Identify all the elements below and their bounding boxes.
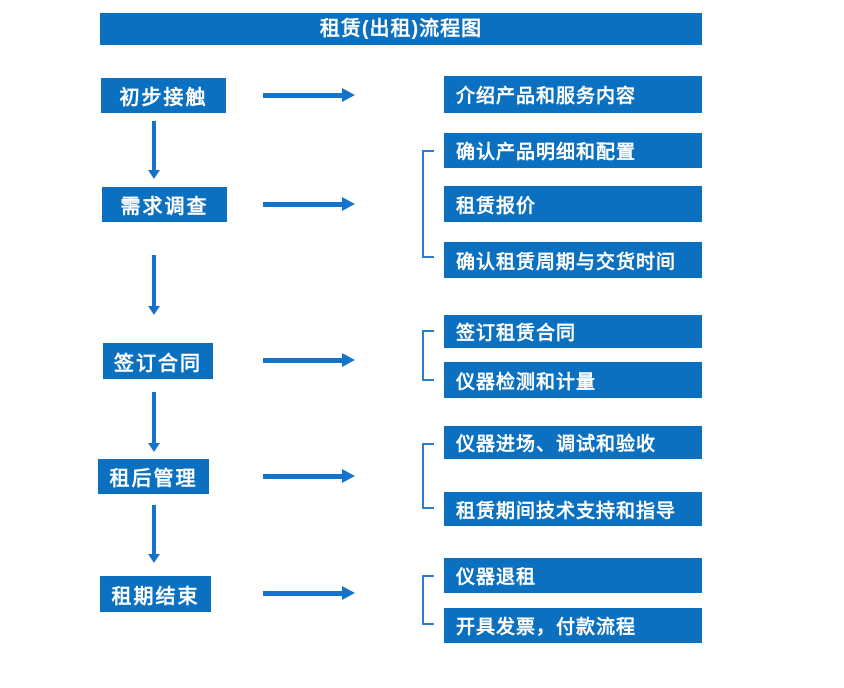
step-box-sign-contract: 签订合同 — [103, 343, 213, 379]
arrow-right-icon — [263, 197, 355, 211]
output-box-technical-support: 租赁期间技术支持和指导 — [444, 492, 702, 526]
output-box-sign-rental-contract: 签订租赁合同 — [444, 315, 702, 348]
output-box-introduce-products-services: 介绍产品和服务内容 — [444, 76, 702, 113]
arrow-down-icon — [148, 255, 160, 315]
group-bracket — [422, 330, 434, 381]
step-box-demand-survey: 需求调查 — [102, 187, 227, 222]
output-box-invoice-payment: 开具发票，付款流程 — [444, 608, 702, 643]
group-bracket — [422, 443, 434, 509]
arrow-down-icon — [148, 505, 160, 563]
output-box-instrument-return: 仪器退租 — [444, 558, 702, 593]
arrow-right-icon — [263, 586, 355, 600]
group-bracket — [422, 575, 434, 625]
arrow-right-icon — [263, 469, 355, 483]
output-box-confirm-period-delivery: 确认租赁周期与交货时间 — [444, 242, 702, 278]
step-box-rental-end: 租期结束 — [100, 576, 211, 612]
group-bracket — [422, 150, 434, 258]
arrow-down-icon — [148, 392, 160, 452]
flowchart-title: 租赁(出租)流程图 — [100, 13, 702, 45]
step-box-initial-contact: 初步接触 — [101, 78, 226, 113]
output-box-confirm-product-details: 确认产品明细和配置 — [444, 133, 702, 168]
step-box-post-rental-management: 租后管理 — [98, 459, 209, 494]
output-box-rental-quotation: 租赁报价 — [444, 186, 702, 222]
arrow-right-icon — [263, 88, 355, 102]
output-box-instrument-entry-acceptance: 仪器进场、调试和验收 — [444, 426, 702, 459]
output-box-instrument-inspection: 仪器检测和计量 — [444, 362, 702, 398]
arrow-down-icon — [148, 121, 160, 179]
arrow-right-icon — [263, 353, 355, 367]
